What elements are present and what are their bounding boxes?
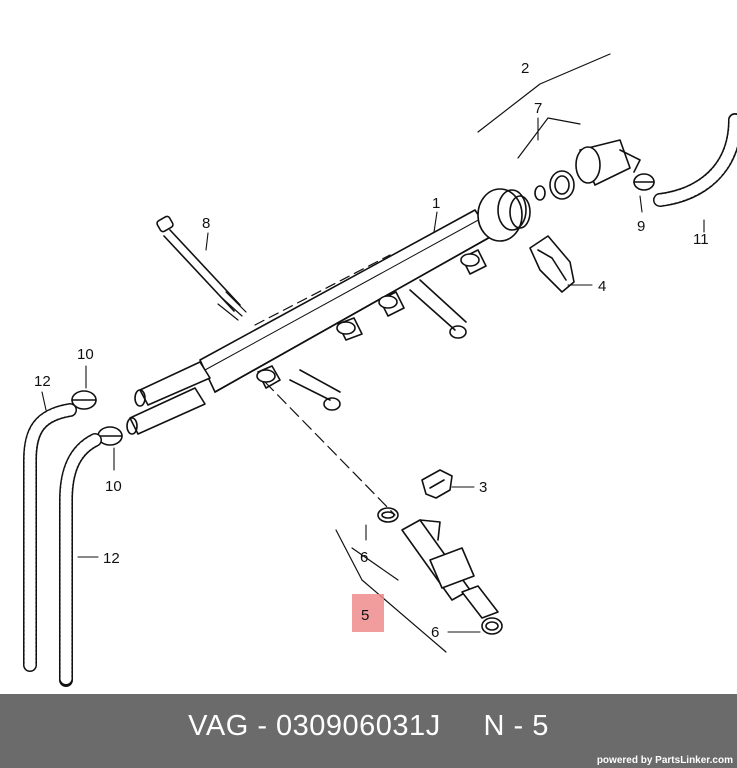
part-number-label: VAG - 030906031J N - 5 — [188, 710, 549, 742]
bolt — [156, 215, 247, 321]
callout-3: 3 — [479, 479, 487, 496]
callout-2: 2 — [521, 60, 529, 77]
partslinker-credit: powered by PartsLinker.com — [596, 755, 733, 766]
callout-12-top: 12 — [34, 373, 51, 390]
callout-7: 7 — [534, 100, 542, 117]
callout-1: 1 — [432, 195, 440, 212]
callout-6-bottom: 6 — [431, 624, 439, 641]
callout-5: 5 — [361, 607, 369, 624]
fuel-injector — [264, 381, 503, 653]
hose-clamp-10-bottom — [97, 426, 123, 446]
parts-diagram: 1 2 3 4 5 6 6 7 8 9 10 10 11 12 12 — [23, 53, 737, 687]
fuel-rail — [126, 188, 531, 435]
clip-3 — [421, 469, 453, 499]
callout-10-top: 10 — [77, 346, 94, 363]
pressure-regulator — [477, 53, 641, 201]
callout-8: 8 — [202, 215, 210, 232]
highlight-box — [352, 594, 384, 632]
hose-11 — [653, 113, 737, 207]
leader-lines — [41, 117, 705, 633]
clamp-9 — [633, 173, 655, 191]
callout-12-bottom: 12 — [103, 550, 120, 567]
hose-clamp-10-top — [71, 390, 97, 410]
callout-6-top: 6 — [360, 549, 368, 566]
retaining-clip-4 — [529, 235, 575, 293]
callout-4: 4 — [598, 278, 606, 295]
callout-10-bottom: 10 — [105, 478, 122, 495]
footer-bar: VAG - 030906031J N - 5 powered by PartsL… — [0, 694, 737, 768]
hose-12-bottom — [59, 433, 102, 687]
callout-11: 11 — [693, 231, 709, 248]
hose-12-top — [23, 403, 77, 672]
callout-9: 9 — [637, 218, 645, 235]
